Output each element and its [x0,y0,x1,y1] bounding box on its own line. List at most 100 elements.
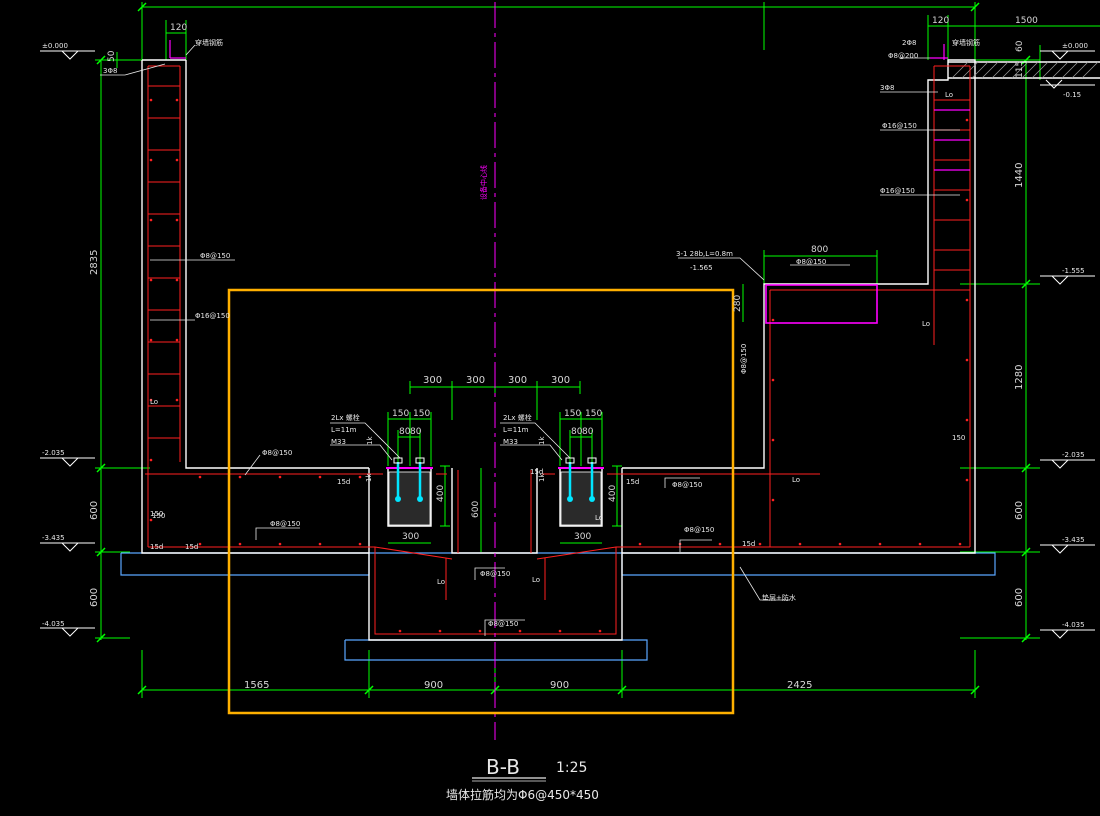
lbl-k3: 1k [366,436,374,445]
dim-left-v1: 600 [89,501,100,520]
dim-beam-height: 280 [733,295,743,312]
centerline-label: 设备中心线 [479,165,488,200]
lbl-k2: 1k [538,473,546,482]
dim-top-right-wall: 120 [932,16,949,26]
dim-pit-depth: 600 [471,501,481,518]
lbl-lo-6: Lo [150,398,158,406]
anchor-bolts [396,462,594,498]
elev-right-0: ±0.000 [1062,42,1088,50]
elev-right-2: -1.555 [1062,267,1085,275]
elev-right-3: -2.035 [1062,451,1085,459]
section-title: B-B [486,755,520,779]
dim-ped-b-top-1: 150 [585,409,602,419]
dim-ped-a-top-0: 150 [392,409,409,419]
dim-top-right-slab: 1500 [1015,16,1038,26]
lbl-anchor-b-2: L=11m [503,426,529,434]
lbl-cushion: 垫层+防水 [762,593,796,602]
lbl-anchor-2: L=11m [331,426,357,434]
dim-bay-1: 300 [466,375,485,386]
dim-bottom-1: 900 [424,680,443,691]
dim-left-v0: 2835 [89,250,100,275]
rebar-dots [149,98,969,633]
lbl-pit-wall: Φ8@150 [480,570,510,578]
dim-bay-3: 300 [551,375,570,386]
lbl-anchor-3: M33 [331,438,346,446]
lbl-wall-left-1: Φ8@150 [200,252,230,260]
dim-bay-2: 300 [508,375,527,386]
lbl-beam-elev: -1.565 [690,264,713,272]
section-note: 墙体拉筋均为Φ6@450*450 [446,787,599,802]
lbl-lo-4: Lo [922,320,930,328]
lbl-beam: 3-1 28b,L=0.8m [676,250,733,258]
lbl-right-cap-1: 2Φ8 [902,39,916,47]
elev-right-4: -3.435 [1062,536,1085,544]
dim-bottom-2: 900 [550,680,569,691]
lbl-wall-right-1: Φ16@150 [882,122,917,130]
lbl-lo-7: Lo [595,514,603,522]
lbl-lo-3: Lo [792,476,800,484]
dim-chamfer-right: 150 [952,434,965,442]
lbl-floor-top-right: Φ8@150 [672,481,702,489]
elev-left-1: -2.035 [42,449,65,457]
rebar-lines [145,65,971,635]
lbl-lo-5: Lo [945,91,953,99]
dim-ped-b-in-1: 80 [582,427,594,437]
elev-left-3: -4.035 [42,620,65,628]
lbl-anchor-b-3: M33 [503,438,518,446]
lbl-beam-vert: Φ8@150 [740,344,748,374]
lbl-pit-bottom: Φ8@150 [488,620,518,628]
dim-right-v1: 1280 [1014,365,1025,390]
dim-ped-a-top-1: 150 [413,409,430,419]
lbl-floor-bot-right: Φ8@150 [684,526,714,534]
elev-right-5: -4.035 [1062,621,1085,629]
dim-bay-0: 300 [423,375,442,386]
dim-bottom-0: 1565 [244,680,269,691]
lbl-wall-right-2: Φ16@150 [880,187,915,195]
dim-ped-a-in-0: 80 [399,427,411,437]
section-scale: 1:25 [556,760,587,776]
dim-top-left-wall: 120 [170,23,187,33]
dim-ped-a-width: 300 [402,532,419,542]
dim-ped-b-width: 300 [574,532,591,542]
lbl-lap-1: 15d [337,478,350,486]
lbl-left-cap: 3Φ8 [103,67,117,75]
lbl-right-cap-2: Φ8@200 [888,52,918,60]
bolt-heads [393,457,597,464]
elev-left-0: ±0.000 [42,42,68,50]
elevation-markers [40,50,1095,639]
dim-right-slab: 115 [1015,61,1025,78]
elev-left-2: -3.435 [42,534,65,542]
dimension-lines [95,2,1100,698]
dim-chamfer: 150 [150,510,163,518]
dim-ped-b-height: 400 [608,485,618,502]
dim-right-v0: 1440 [1014,163,1025,188]
dim-ped-b-top-0: 150 [564,409,581,419]
lbl-top-pink-left: 穿墙钢筋 [195,38,223,47]
selection-frame[interactable] [227,288,735,715]
dim-ped-a-height: 400 [436,485,446,502]
dim-ped-b-in-0: 80 [571,427,583,437]
lbl-lap-5: 15d [742,540,755,548]
leader-lines [100,44,960,636]
lbl-floor-bot-left: Φ8@150 [270,520,300,528]
magenta-elements [169,2,970,740]
slab-hatch [951,61,1099,79]
elev-right-1: -0.15 [1063,91,1081,99]
dim-right-v3: 600 [1014,588,1025,607]
dim-ped-a-in-1: 80 [410,427,422,437]
dim-beam-width: 800 [811,245,828,255]
lbl-s150-left: 150 [152,512,165,520]
lbl-lo-2: Lo [532,576,540,584]
lbl-right-cap-3: 3Φ8 [880,84,894,92]
dim-left-cap: 50 [107,50,117,62]
lbl-lo-1: Lo [437,578,445,586]
lbl-anchor-1: 2Lx 螺栓 [331,413,360,422]
lbl-lap-2: 15d [626,478,639,486]
lbl-wall-left-2: Φ16@150 [195,312,230,320]
lbl-top-pink-right: 穿墙钢筋 [952,38,980,47]
lbl-lap-6: 15d [530,468,543,476]
dim-right-cap: 60 [1015,40,1025,52]
lbl-lap-4: 15d [185,543,198,551]
